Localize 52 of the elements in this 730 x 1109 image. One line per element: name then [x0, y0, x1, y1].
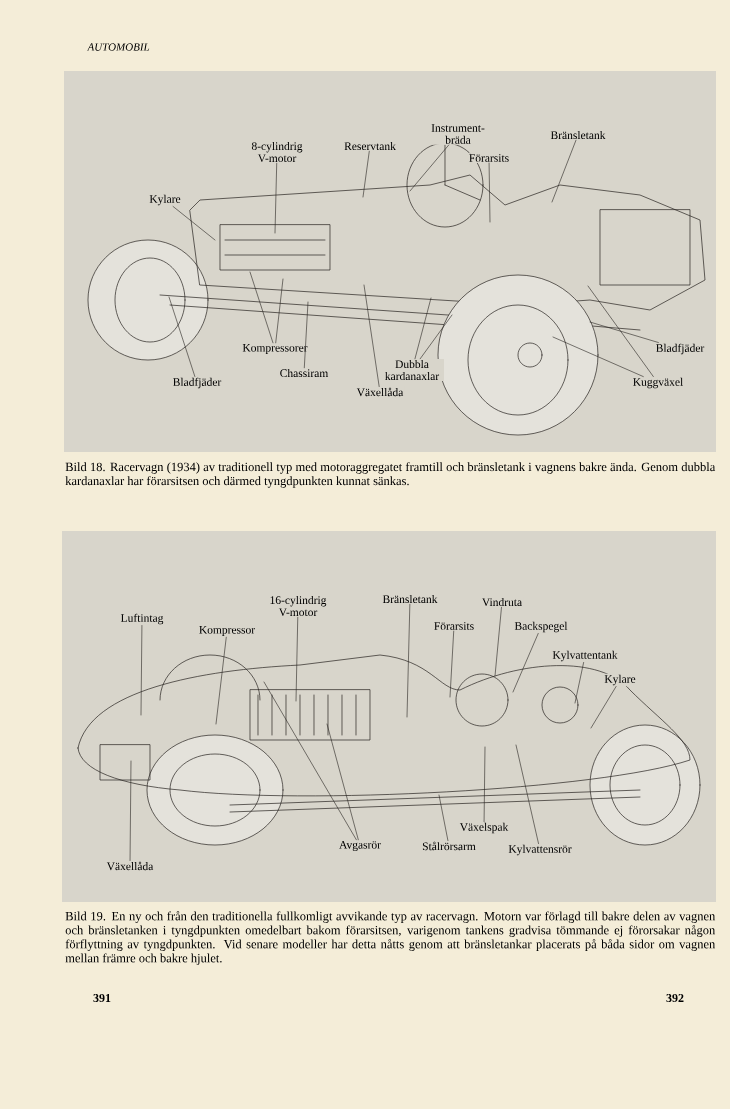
part-label: Kompressor: [197, 625, 257, 637]
leader-line: [249, 271, 274, 344]
part-label: 8-cylindrig V-motor: [245, 140, 309, 164]
leader-line: [275, 278, 284, 344]
leader-line: [362, 150, 370, 198]
part-label: Förarsits: [467, 153, 511, 163]
leader-line: [215, 636, 227, 725]
leader-line: [263, 681, 357, 841]
part-label: Kompressorer: [241, 343, 309, 355]
leader-line: [515, 744, 539, 844]
running-header: AUTOMOBIL: [86, 43, 150, 51]
leader-line: [590, 686, 617, 729]
leader-line: [488, 162, 491, 223]
leader-line: [414, 297, 432, 360]
leader-line: [483, 746, 486, 822]
part-label: Stålrörsarm: [421, 840, 477, 852]
leader-line: [326, 723, 359, 841]
part-label: Växellåda: [105, 860, 155, 872]
leader-line: [587, 285, 654, 377]
part-label: Reservtank: [343, 140, 397, 152]
leader-line: [512, 633, 539, 693]
part-label: Chassiram: [278, 367, 330, 379]
leader-line: [409, 144, 450, 192]
part-label: Dubbla kardanaxlar: [380, 358, 444, 382]
leader-line: [449, 630, 454, 698]
leader-line: [574, 662, 584, 704]
leader-line: [295, 617, 299, 702]
leader-line: [419, 314, 453, 360]
leader-line: [551, 139, 577, 203]
leader-line: [140, 625, 143, 716]
part-label: Bränsletank: [381, 593, 439, 605]
leader-line: [363, 284, 380, 387]
figure-caption: Bild 18. Racervagn (1934) av traditionell typ med motoraggregatet framtill och bränsletank i vagnens bakre ända. Genom dubbla kardanaxlar har förarsitsen och därmed tyngdpunkten kunnat sänkas.: [65, 462, 716, 488]
part-label: Förarsits: [432, 621, 476, 631]
leader-line: [129, 760, 132, 861]
leader-line: [304, 301, 309, 369]
part-label: 16-cylindrig V-motor: [261, 594, 335, 618]
part-label: Bränsletank: [549, 129, 607, 141]
leader-line: [172, 206, 216, 241]
part-label: Vindruta: [480, 596, 524, 608]
leader-line: [168, 296, 196, 377]
leader-line: [494, 607, 502, 677]
page-number: 392: [666, 993, 684, 1003]
page-number: 391: [93, 993, 111, 1003]
leader-line: [589, 321, 659, 343]
leader-line: [274, 163, 278, 234]
leader-line: [552, 336, 644, 377]
leader-line: [438, 794, 449, 841]
figure-caption: Bild 19. En ny och från den traditionella fullkomligt avvikande typ av racervagn. Motorn var förlagd till bakre delen av vagnen och bränsletanken i tyngdpunkten omedelbart bakom förarsitsen, varigenom tankens gradvisa tömmande ej förorsakar någon förflyttning av tyngdpunkten. Vid senare modeller har detta nåtts genom att bränsletankar placerats på båda sidor om vagnen mellan främre och bakre hjulet.: [65, 911, 716, 965]
part-label: Instrument-bräda: [428, 123, 488, 145]
leader-line: [406, 603, 411, 718]
part-label: Växellåda: [355, 386, 405, 398]
